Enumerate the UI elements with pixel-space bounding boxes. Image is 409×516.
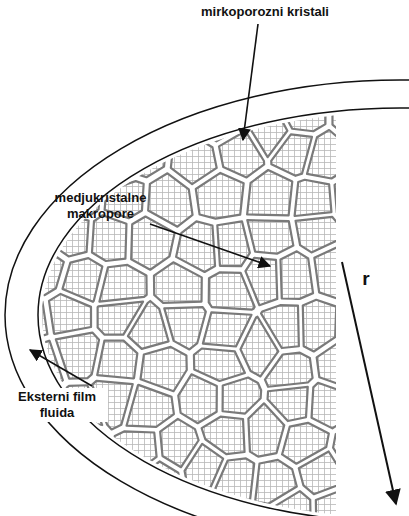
label-macropores: medjukristalne makropore <box>38 190 163 222</box>
microporous-crystal <box>64 505 115 516</box>
microporous-crystal <box>118 499 167 516</box>
microporous-crystal <box>295 180 332 216</box>
microporous-crystal <box>248 403 284 456</box>
microporous-crystal <box>72 100 111 148</box>
microporous-crystal <box>314 241 336 299</box>
microporous-crystal <box>3 288 47 349</box>
microporous-crystal <box>92 450 132 505</box>
microporous-crystal <box>246 508 291 516</box>
microporous-crystal <box>271 491 310 516</box>
microporous-crystal <box>307 63 336 109</box>
microporous-crystal <box>141 347 187 391</box>
microporous-crystal <box>307 130 336 178</box>
microporous-crystal <box>154 262 202 303</box>
crystal-group <box>2 62 336 516</box>
microporous-crystal <box>18 95 71 145</box>
microporous-crystal <box>3 212 49 262</box>
microporous-crystal <box>247 220 293 254</box>
microporous-crystal <box>245 258 277 305</box>
microporous-crystal <box>127 385 174 427</box>
microporous-crystal <box>316 488 336 516</box>
microporous-crystal <box>296 217 336 252</box>
microporous-crystal <box>155 99 201 147</box>
microporous-crystal <box>5 253 64 295</box>
label-film: Eksterni film fluida <box>6 388 108 422</box>
microporous-crystal <box>17 419 60 462</box>
microporous-crystal <box>128 301 169 349</box>
microporous-crystal <box>99 265 146 302</box>
microporous-crystal <box>247 170 292 215</box>
microporous-crystal <box>176 221 215 271</box>
microporous-crystal <box>164 307 206 349</box>
microporous-crystal <box>148 173 192 226</box>
microporous-crystal <box>44 461 87 512</box>
microporous-crystal <box>112 431 156 472</box>
microporous-crystal <box>63 423 108 457</box>
microporous-crystal <box>49 294 91 334</box>
label-crystals: mirkoporozni kristali <box>190 4 340 20</box>
microporous-crystal <box>3 127 45 186</box>
particle-surface <box>38 108 409 516</box>
microporous-crystal <box>97 341 137 379</box>
microporous-crystal <box>269 62 313 95</box>
microporous-crystal <box>177 63 222 103</box>
microporous-crystal <box>131 64 173 116</box>
microporous-crystal <box>271 134 312 175</box>
outer-film-boundary <box>5 80 409 516</box>
microporous-crystal <box>29 62 85 98</box>
microporous-crystal <box>51 138 96 177</box>
microporous-crystal <box>217 221 250 266</box>
leader-line <box>30 350 92 386</box>
microporous-crystal <box>96 148 134 186</box>
microporous-crystal <box>56 333 99 379</box>
microporous-crystal <box>265 353 313 387</box>
microporous-crystal <box>280 251 313 299</box>
microporous-crystal <box>171 141 217 184</box>
microporous-crystal <box>2 64 32 120</box>
microporous-crystal <box>219 131 264 177</box>
microporous-crystal <box>5 166 58 213</box>
microporous-crystal <box>92 215 126 261</box>
leader-line <box>150 224 270 266</box>
microporous-crystal <box>199 501 245 516</box>
microporous-crystal <box>277 96 325 131</box>
label-radius: r <box>356 268 376 290</box>
microporous-crystal <box>138 461 180 500</box>
microporous-crystal <box>162 487 208 516</box>
microporous-crystal <box>101 103 146 142</box>
microporous-crystal <box>223 378 262 414</box>
microporous-crystal <box>194 349 245 382</box>
radius-arrow <box>342 262 396 504</box>
microporous-crystal <box>87 63 131 99</box>
microporous-crystal <box>303 300 336 352</box>
microporous-crystal <box>317 343 336 388</box>
microporous-crystal <box>299 451 336 494</box>
microporous-crystal <box>196 173 244 219</box>
leader-line <box>243 24 258 140</box>
microporous-crystal <box>120 126 166 177</box>
microporous-crystal <box>3 440 42 498</box>
microporous-crystal <box>214 458 255 503</box>
microporous-crystal <box>312 383 336 429</box>
microporous-crystal <box>178 374 217 423</box>
microporous-crystal <box>63 258 103 302</box>
microporous-crystal <box>4 500 57 516</box>
